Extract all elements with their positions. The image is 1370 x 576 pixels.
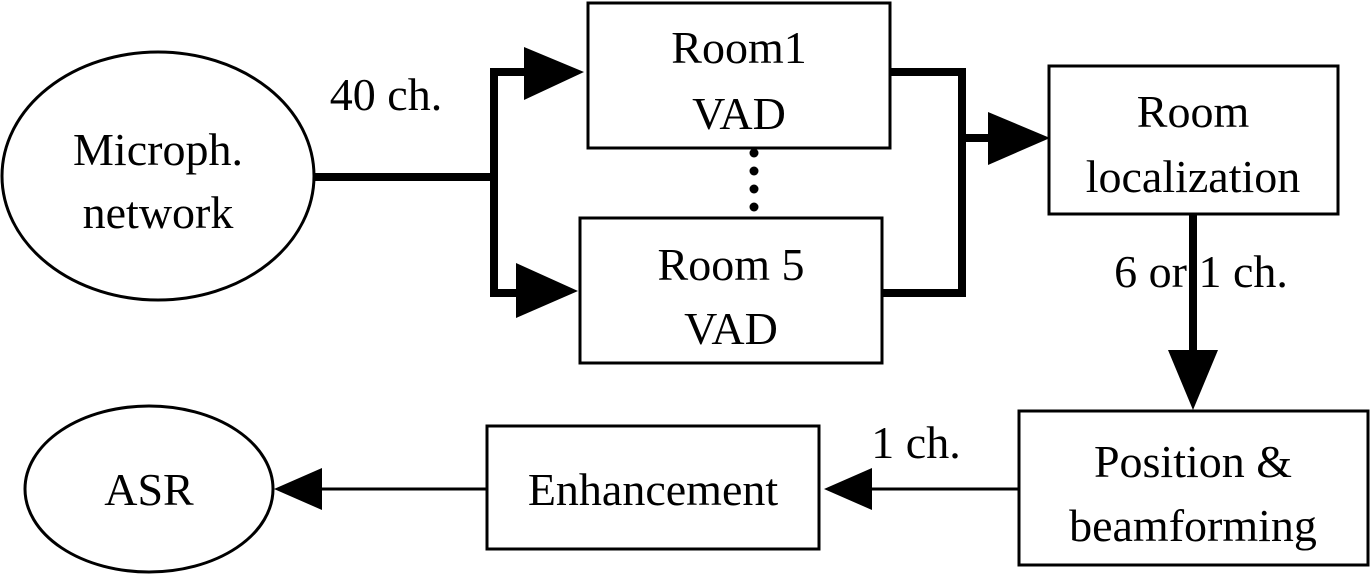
ellipsis-dot [749,166,759,176]
ellipsis-dot [749,202,759,212]
vad-ellipsis-dots [749,148,759,212]
room5-vad-node [578,216,884,365]
arrowhead-position [1168,350,1218,410]
arrowhead-enhancement [824,468,872,510]
position-beamforming-node [1017,409,1370,567]
microphone-network-label-2: network [83,187,234,238]
room-localization-label-2: localization [1086,151,1301,202]
ellipsis-dot [749,148,759,158]
position-beamforming-label-2: beamforming [1069,500,1317,551]
ellipsis-dot [749,184,759,194]
room-localization-node [1047,64,1340,216]
enhancement-label: Enhancement [528,464,779,515]
branch-to-room1 [490,68,528,177]
enhancement-node [485,424,821,551]
room1-vad-label-1: Room1 [671,22,806,73]
branch-to-room5 [490,177,520,297]
edge-labels: 40 ch. 6 or 1 ch. 1 ch. [330,69,1288,468]
room1-vad-label-2: VAD [692,88,786,139]
asr-label: ASR [104,464,194,515]
thick-connectors [312,68,1197,354]
asr-node [23,404,275,574]
room5-vad-label-1: Room 5 [658,239,805,290]
vad-merge-line [882,68,966,297]
room-localization-label-1: Room [1137,86,1250,137]
localization-to-position-channel-label: 6 or 1 ch. [1114,246,1288,297]
arrowhead-localization [988,112,1050,165]
room5-vad-label-2: VAD [684,303,778,354]
room1-vad-node [586,1,892,150]
node-labels: Microph. network Room1 VAD Room 5 VAD Ro… [73,22,1317,551]
mic-to-vad-channel-label: 40 ch. [330,69,442,120]
microphone-network-node [0,50,316,302]
position-to-enhancement-channel-label: 1 ch. [871,417,960,468]
position-beamforming-label-1: Position & [1094,436,1292,487]
arrowheads [274,47,1218,510]
arrowhead-room1 [524,47,584,100]
microphone-network-label-1: Microph. [73,124,243,175]
arrowhead-asr [274,468,322,510]
arrowhead-room5 [516,263,578,318]
